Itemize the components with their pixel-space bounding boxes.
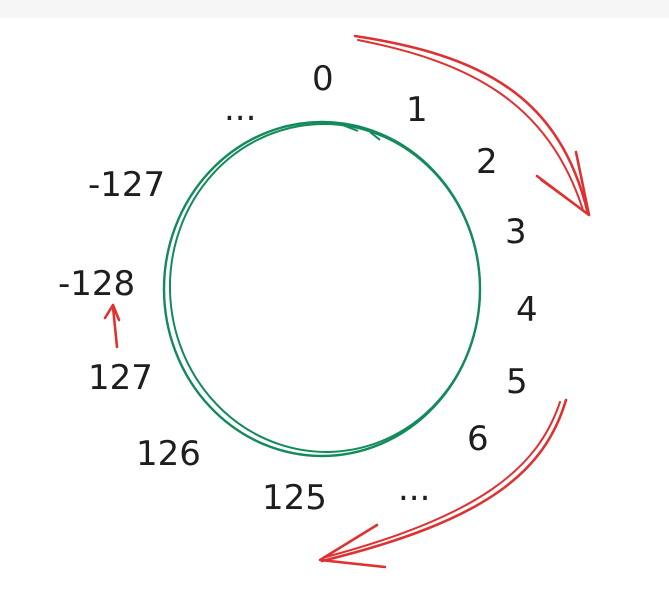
- label-0: 0: [312, 59, 334, 99]
- label-neg128: -128: [58, 264, 135, 304]
- label-4: 4: [516, 290, 538, 330]
- arrow-top-head-2: [540, 179, 586, 213]
- label-ellipsis-right: ...: [398, 469, 430, 509]
- arrow-top-shaft-2: [357, 39, 584, 211]
- arrow-bottom-shaft-1: [320, 398, 568, 563]
- label-126: 126: [136, 434, 201, 474]
- top-bar: [0, 0, 669, 18]
- number-labels: 0 1 2 3 4 5 6 ... 125 126 127 -128 -127 …: [58, 59, 538, 518]
- circle-top-tick: [339, 123, 381, 141]
- arrow-clockwise-top: [353, 34, 591, 217]
- label-6: 6: [467, 419, 489, 459]
- label-ellipsis-left: ...: [224, 89, 256, 129]
- label-125: 125: [262, 478, 327, 518]
- arrow-clockwise-bottom: [318, 398, 568, 569]
- label-1: 1: [406, 90, 428, 130]
- number-circle: [162, 120, 482, 458]
- arrow-top-shaft-1: [353, 34, 590, 216]
- label-127: 127: [88, 358, 153, 398]
- label-2: 2: [476, 142, 498, 182]
- arrow-overflow-up: [103, 303, 121, 349]
- label-3: 3: [505, 212, 527, 252]
- arrow-up-shaft: [111, 305, 119, 349]
- arrow-up-head: [103, 303, 121, 322]
- arrow-bottom-shaft-2: [325, 401, 561, 558]
- label-neg127: -127: [88, 165, 165, 205]
- label-5: 5: [506, 362, 528, 402]
- arrow-bottom-head: [318, 523, 387, 569]
- circle-stroke-2: [168, 123, 482, 453]
